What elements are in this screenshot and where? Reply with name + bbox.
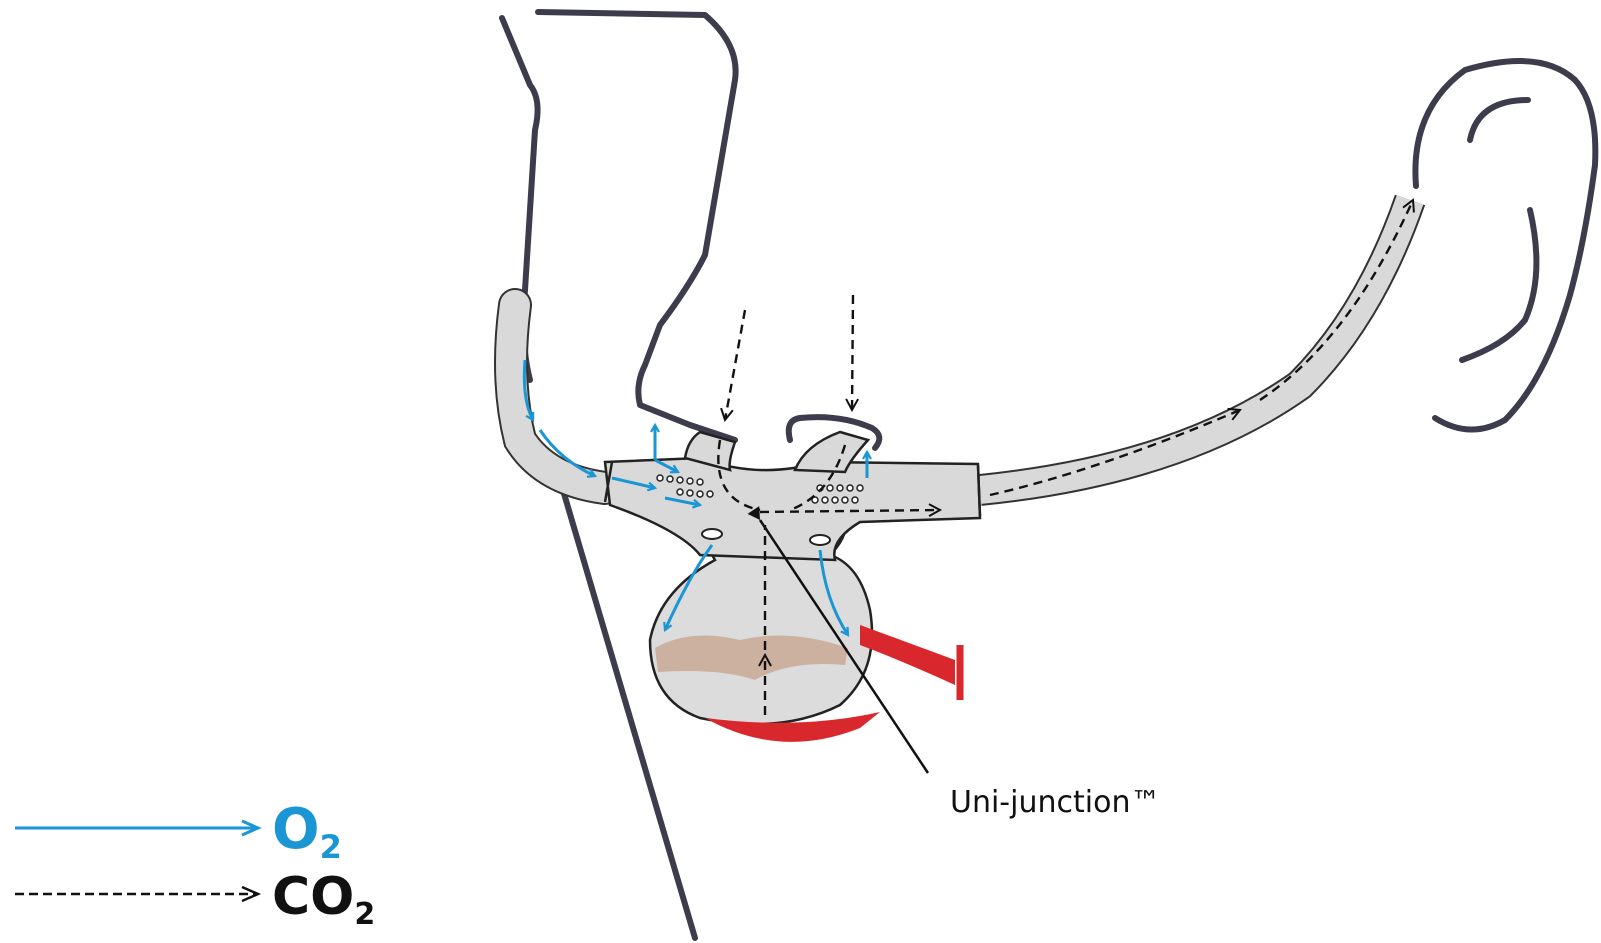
- legend: O2 CO2: [15, 797, 375, 932]
- oral-port-right: [810, 535, 830, 545]
- legend-o2-label: O2: [272, 797, 342, 866]
- uni-junction-label: Uni-junction™: [950, 785, 1160, 820]
- face-profile-outline: [538, 12, 736, 440]
- oral-port-left: [702, 529, 722, 539]
- cannula-body: [605, 458, 980, 560]
- ear-outline: [1415, 61, 1595, 429]
- neck-outline: [560, 480, 695, 938]
- pharyngeal-muscle: [860, 625, 955, 685]
- legend-co2-label: CO2: [272, 867, 375, 932]
